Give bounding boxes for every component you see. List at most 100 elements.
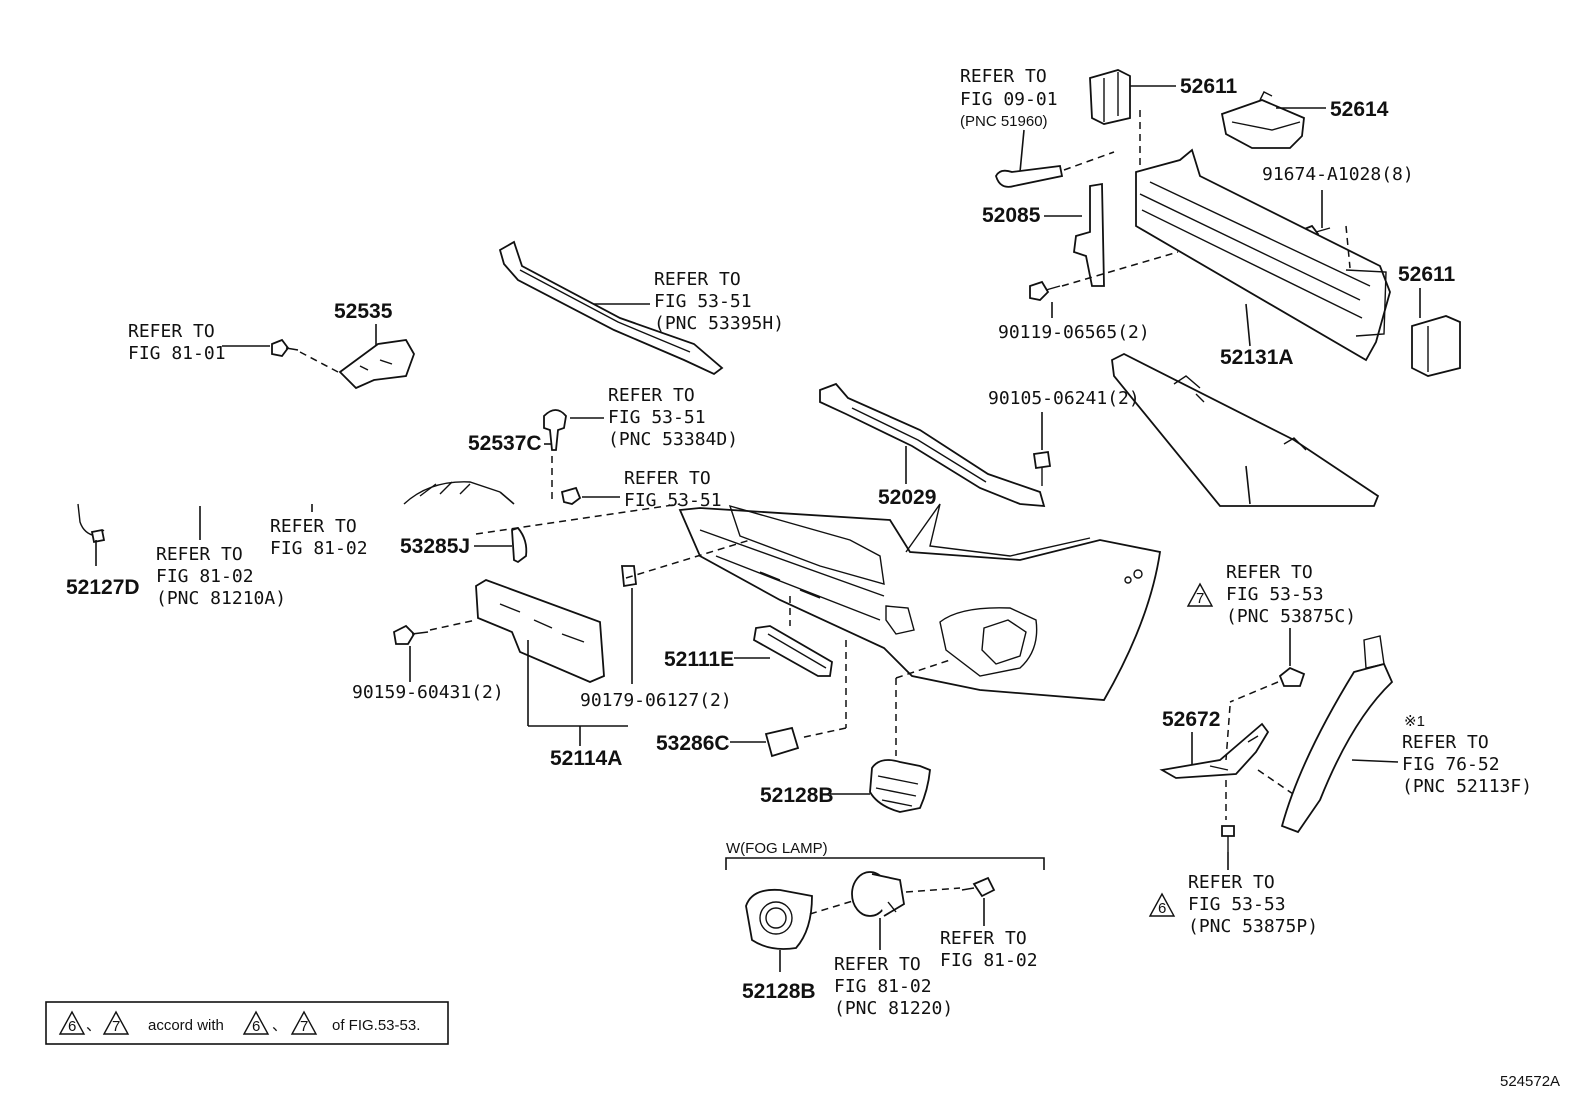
part-52128B-fog: 52128B xyxy=(742,980,816,1003)
svg-text:REFER TO: REFER TO xyxy=(624,468,711,489)
svg-text:REFER TO: REFER TO xyxy=(128,321,215,342)
absorber-drawing xyxy=(1111,352,1380,507)
ref-fig-53-51-c: REFER TO FIG 53-51 xyxy=(624,468,722,511)
ref-fig-76-52: REFER TO FIG 76-52 (PNC 52113F) xyxy=(1402,732,1532,797)
triangle-6-a: 6 xyxy=(1148,892,1176,917)
part-52611-right-drawing xyxy=(1411,315,1461,377)
svg-text:6: 6 xyxy=(252,1018,260,1035)
bracket-52127D-drawing xyxy=(77,503,106,544)
cover-53286C-drawing xyxy=(764,726,800,758)
ref-fig-81-02-b: REFER TO FIG 81-02 (PNC 81210A) xyxy=(156,544,286,609)
bolt-90119-drawing xyxy=(1029,280,1061,301)
svg-text:(PNC 51960): (PNC 51960) xyxy=(960,113,1048,130)
svg-text:FIG 81-02: FIG 81-02 xyxy=(940,950,1038,971)
note-text-b: of FIG.53-53. xyxy=(332,1017,420,1034)
bolt-90105-drawing xyxy=(1032,450,1052,486)
svg-text:REFER TO: REFER TO xyxy=(156,544,243,565)
part-52535: 52535 xyxy=(334,300,393,323)
svg-text:FIG 53-51: FIG 53-51 xyxy=(624,490,722,511)
clip-53875P-drawing xyxy=(1221,825,1235,852)
figure-id: 524572A xyxy=(1500,1073,1560,1090)
note-sep-a: 、 xyxy=(86,1017,101,1034)
ref-fig-76-52-mark: ※1 xyxy=(1404,713,1425,730)
part-53285J: 53285J xyxy=(400,535,470,558)
svg-text:FIG 53-53: FIG 53-53 xyxy=(1226,584,1324,605)
triangle-7-a: 7 xyxy=(1186,582,1214,607)
ref-fig-53-53-b: REFER TO FIG 53-53 (PNC 53875P) xyxy=(1188,872,1318,937)
reinforcement-52131A-drawing xyxy=(1135,148,1391,362)
ref-fig-81-02-d: REFER TO FIG 81-02 (PNC 81220) xyxy=(834,954,953,1019)
svg-text:REFER TO: REFER TO xyxy=(940,928,1027,949)
fog-lamp-drawing xyxy=(851,871,905,917)
part-52131A: 52131A xyxy=(1220,346,1294,369)
bolt-90159-drawing xyxy=(393,624,429,645)
svg-text:(PNC 81220): (PNC 81220) xyxy=(834,998,953,1019)
fog-ring-52128B-drawing xyxy=(745,888,813,950)
grille-52111E-drawing xyxy=(753,625,833,677)
svg-text:FIG 53-53: FIG 53-53 xyxy=(1188,894,1286,915)
support-52029-drawing xyxy=(819,382,1046,508)
bolt-8101-drawing xyxy=(271,338,299,357)
ref-fig-53-53-a: REFER TO FIG 53-53 (PNC 53875C) xyxy=(1226,562,1356,627)
bracket-52085-drawing xyxy=(1073,182,1105,287)
svg-text:(PNC 53875C): (PNC 53875C) xyxy=(1226,606,1356,627)
note-box xyxy=(45,1001,449,1045)
svg-text:6: 6 xyxy=(1158,900,1166,917)
ref-fig-81-02-a: REFER TO FIG 81-02 xyxy=(270,516,368,559)
part-52029: 52029 xyxy=(878,486,936,509)
part-52114A: 52114A xyxy=(550,747,622,770)
part-53286C: 53286C xyxy=(656,732,730,755)
svg-text:FIG 76-52: FIG 76-52 xyxy=(1402,754,1500,775)
bracket-52535-drawing xyxy=(338,339,415,390)
ref-fig-09-01: REFER TO FIG 09-01 (PNC 51960) xyxy=(960,66,1058,130)
svg-text:FIG 81-02: FIG 81-02 xyxy=(834,976,932,997)
note-sep-b: 、 xyxy=(272,1017,287,1034)
ref-fig-53-51-a: REFER TO FIG 53-51 (PNC 53395H) xyxy=(654,269,784,334)
svg-text:FIG 53-51: FIG 53-51 xyxy=(608,407,706,428)
svg-text:REFER TO: REFER TO xyxy=(654,269,741,290)
liner-52537C-drawing xyxy=(403,481,515,505)
clip-5351-c-drawing xyxy=(560,486,582,505)
part-52127D: 52127D xyxy=(66,576,140,599)
bracket-52672-drawing xyxy=(1159,722,1270,779)
fog-cover-52128B-drawing xyxy=(869,759,931,813)
note-triangle-6-b: 6 xyxy=(242,1010,270,1035)
plate-bracket-52114A-drawing xyxy=(475,579,605,683)
svg-text:FIG 81-02: FIG 81-02 xyxy=(156,566,254,587)
part-90105: 90105-06241(2) xyxy=(988,388,1140,409)
part-90119: 90119-06565(2) xyxy=(998,322,1150,343)
svg-text:(PNC 52113F): (PNC 52113F) xyxy=(1402,776,1532,797)
bolt-fog-drawing xyxy=(961,876,996,898)
fog-lamp-group-label: W(FOG LAMP) xyxy=(726,840,828,857)
part-52611-top-drawing xyxy=(1089,69,1131,125)
part-52611-right: 52611 xyxy=(1398,263,1456,286)
svg-text:(PNC 53875P): (PNC 53875P) xyxy=(1188,916,1318,937)
clip-53384D-drawing xyxy=(543,409,567,451)
svg-text:(PNC 53384D): (PNC 53384D) xyxy=(608,429,738,450)
bracket-53395H-drawing xyxy=(498,240,724,376)
tow-hook-drawing xyxy=(995,165,1064,188)
part-52537C: 52537C xyxy=(468,432,542,455)
part-52614: 52614 xyxy=(1330,98,1389,121)
svg-text:REFER TO: REFER TO xyxy=(834,954,921,975)
svg-text:REFER TO: REFER TO xyxy=(270,516,357,537)
bolt-90179-drawing xyxy=(621,565,637,588)
svg-text:7: 7 xyxy=(112,1018,120,1035)
part-90179: 90179-06127(2) xyxy=(580,690,732,711)
svg-text:(PNC 81210A): (PNC 81210A) xyxy=(156,588,286,609)
ref-fig-81-02-c: REFER TO FIG 81-02 xyxy=(940,928,1038,971)
bumper-cover-drawing xyxy=(678,503,1162,701)
ref-fig-81-01: REFER TO FIG 81-01 xyxy=(128,321,226,364)
svg-text:REFER TO: REFER TO xyxy=(1188,872,1275,893)
svg-text:7: 7 xyxy=(300,1018,308,1035)
svg-text:REFER TO: REFER TO xyxy=(608,385,695,406)
ref-fig-53-51-b: REFER TO FIG 53-51 (PNC 53384D) xyxy=(608,385,738,450)
part-52614-drawing xyxy=(1220,91,1305,149)
note-triangle-7-a: 7 xyxy=(102,1010,130,1035)
clip-53875C-drawing xyxy=(1278,666,1306,687)
part-52111E: 52111E xyxy=(664,648,734,671)
part-52672: 52672 xyxy=(1162,708,1220,731)
fender-trim-drawing xyxy=(1280,635,1394,834)
svg-text:(PNC 53395H): (PNC 53395H) xyxy=(654,313,784,334)
